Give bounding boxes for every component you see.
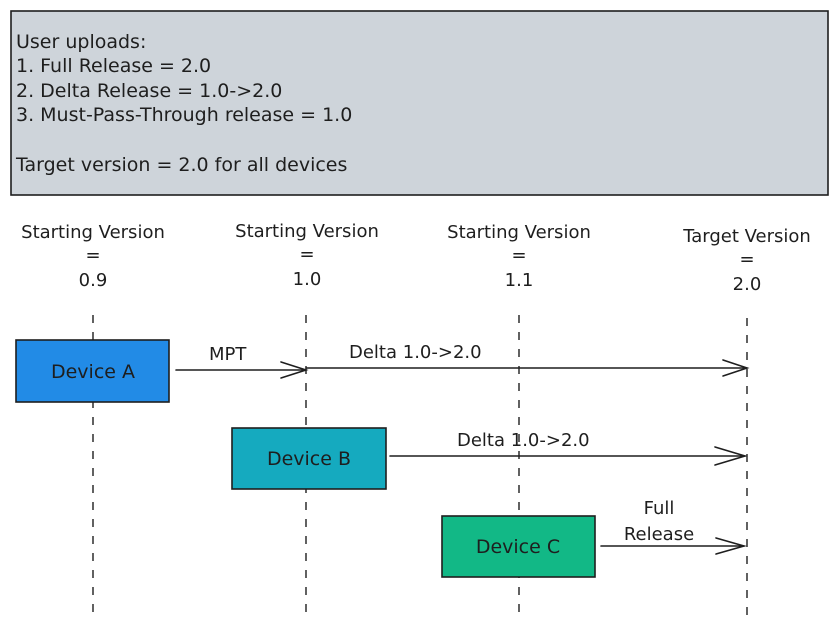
arrow-delta-a-head [722,359,750,377]
arrow-delta-b-head [714,446,748,466]
column-label: Starting Version [21,222,165,243]
column-label: Target Version [682,226,811,247]
arrows [175,359,750,555]
column-version: 2.0 [733,274,762,295]
device-b-box [231,427,387,490]
column-eq: = [739,249,754,270]
device-a-label: Device A [51,361,135,383]
arrow-full-release-label-2: Release [624,524,694,545]
arrow-full-release [600,537,747,555]
note-line-1: User uploads: [16,31,146,53]
arrow-mpt-head [280,361,309,379]
arrow-mpt [175,361,309,379]
device-c-box [441,515,596,578]
note-box [10,10,829,196]
column-version: 1.1 [505,270,534,291]
column-version: 1.0 [293,269,322,290]
column-label: Starting Version [235,221,379,242]
column-eq: = [299,244,314,265]
column-header-1: Starting Version = 1.0 [235,221,379,290]
column-eq: = [511,245,526,266]
arrow-delta-a [305,359,750,377]
column-eq: = [85,245,100,266]
arrow-full-release-label-1: Full [644,498,675,519]
note-line-2: 1. Full Release = 2.0 [16,55,211,77]
device-b-label: Device B [267,448,351,470]
arrow-mpt-label: MPT [209,344,247,365]
column-header-2: Starting Version = 1.1 [447,222,591,291]
note-line-3: 2. Delta Release = 1.0->2.0 [16,80,282,102]
arrow-delta-b-label: Delta 1.0->2.0 [457,430,590,451]
user-uploads-note: User uploads: 1. Full Release = 2.0 2. D… [10,10,829,196]
note-line-6: Target version = 2.0 for all devices [15,154,347,176]
arrow-delta-a-label: Delta 1.0->2.0 [349,342,482,363]
device-a-box [15,339,170,403]
device-c-label: Device C [476,536,560,558]
device-a: Device A [15,339,170,403]
device-c: Device C [441,515,596,578]
column-header-0: Starting Version = 0.9 [21,222,165,291]
column-version: 0.9 [79,270,108,291]
arrow-delta-b [389,446,748,466]
column-label: Starting Version [447,222,591,243]
column-header-3: Target Version = 2.0 [682,226,811,295]
device-b: Device B [231,427,387,490]
note-line-4: 3. Must-Pass-Through release = 1.0 [16,104,352,126]
arrow-full-release-head [715,537,747,555]
